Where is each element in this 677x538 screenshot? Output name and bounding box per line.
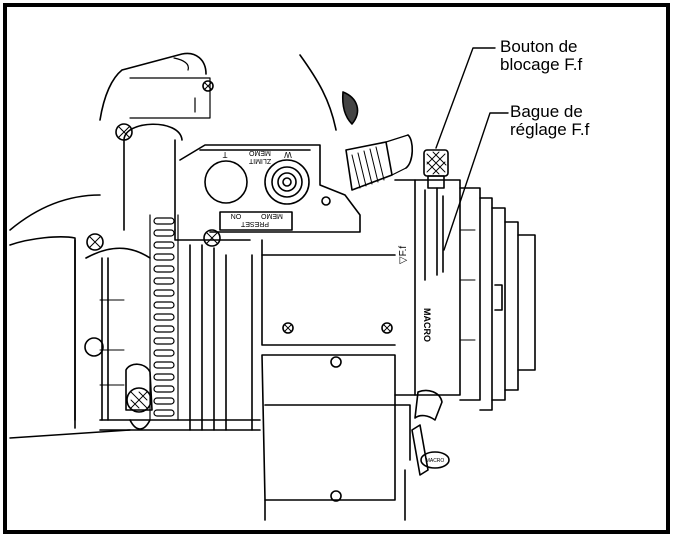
w-label: W	[284, 150, 292, 159]
grip-slot	[153, 337, 175, 345]
grip-slot	[153, 217, 175, 225]
grip-slot	[153, 361, 175, 369]
grip-slot	[153, 289, 175, 297]
callout-leaders	[435, 47, 509, 251]
panel-labels: T MEMO ZLIMIT W MEMO ON PRESET ▽F.f MACR…	[222, 149, 444, 464]
preset-label: PRESET	[240, 220, 269, 227]
grip-slot	[153, 313, 175, 321]
memo-bottom-label: MEMO	[261, 212, 283, 219]
grip-slot	[153, 277, 175, 285]
ff-mark-label: ▽F.f	[398, 246, 409, 264]
grip-slot	[153, 397, 175, 405]
control-panel	[179, 144, 361, 233]
macro-knob-label: MACRO	[426, 458, 445, 464]
macro-knob	[411, 389, 450, 476]
figure-frame	[3, 3, 670, 534]
grip-slots	[153, 217, 175, 417]
camera-body	[99, 52, 359, 141]
grip-slot	[153, 325, 175, 333]
on-label: ON	[231, 212, 242, 219]
grip-slot	[153, 241, 175, 249]
grip-slot	[153, 373, 175, 381]
grip-slot	[153, 301, 175, 309]
callout-ff-lock-button: Bouton de blocage F.f	[500, 37, 583, 74]
t-label: T	[222, 150, 227, 159]
ff-ring	[394, 179, 536, 411]
grip-slot	[153, 265, 175, 273]
lower-housing	[261, 239, 411, 521]
zoom-knob	[345, 134, 414, 191]
grip-slot	[153, 229, 175, 237]
zlimit-label: ZLIMIT	[248, 157, 271, 164]
lock-lever	[125, 363, 153, 430]
grip-slot	[153, 409, 175, 417]
grip-slot	[153, 253, 175, 261]
lens-body	[9, 123, 261, 439]
callout-ff-adjust-ring: Bague de réglage F.f	[510, 102, 590, 139]
grip-slot	[153, 349, 175, 357]
macro-label: MACRO	[422, 308, 432, 342]
memo-top-label: MEMO	[249, 149, 271, 156]
ff-lock-knob	[423, 149, 449, 189]
grip-slot	[153, 385, 175, 393]
